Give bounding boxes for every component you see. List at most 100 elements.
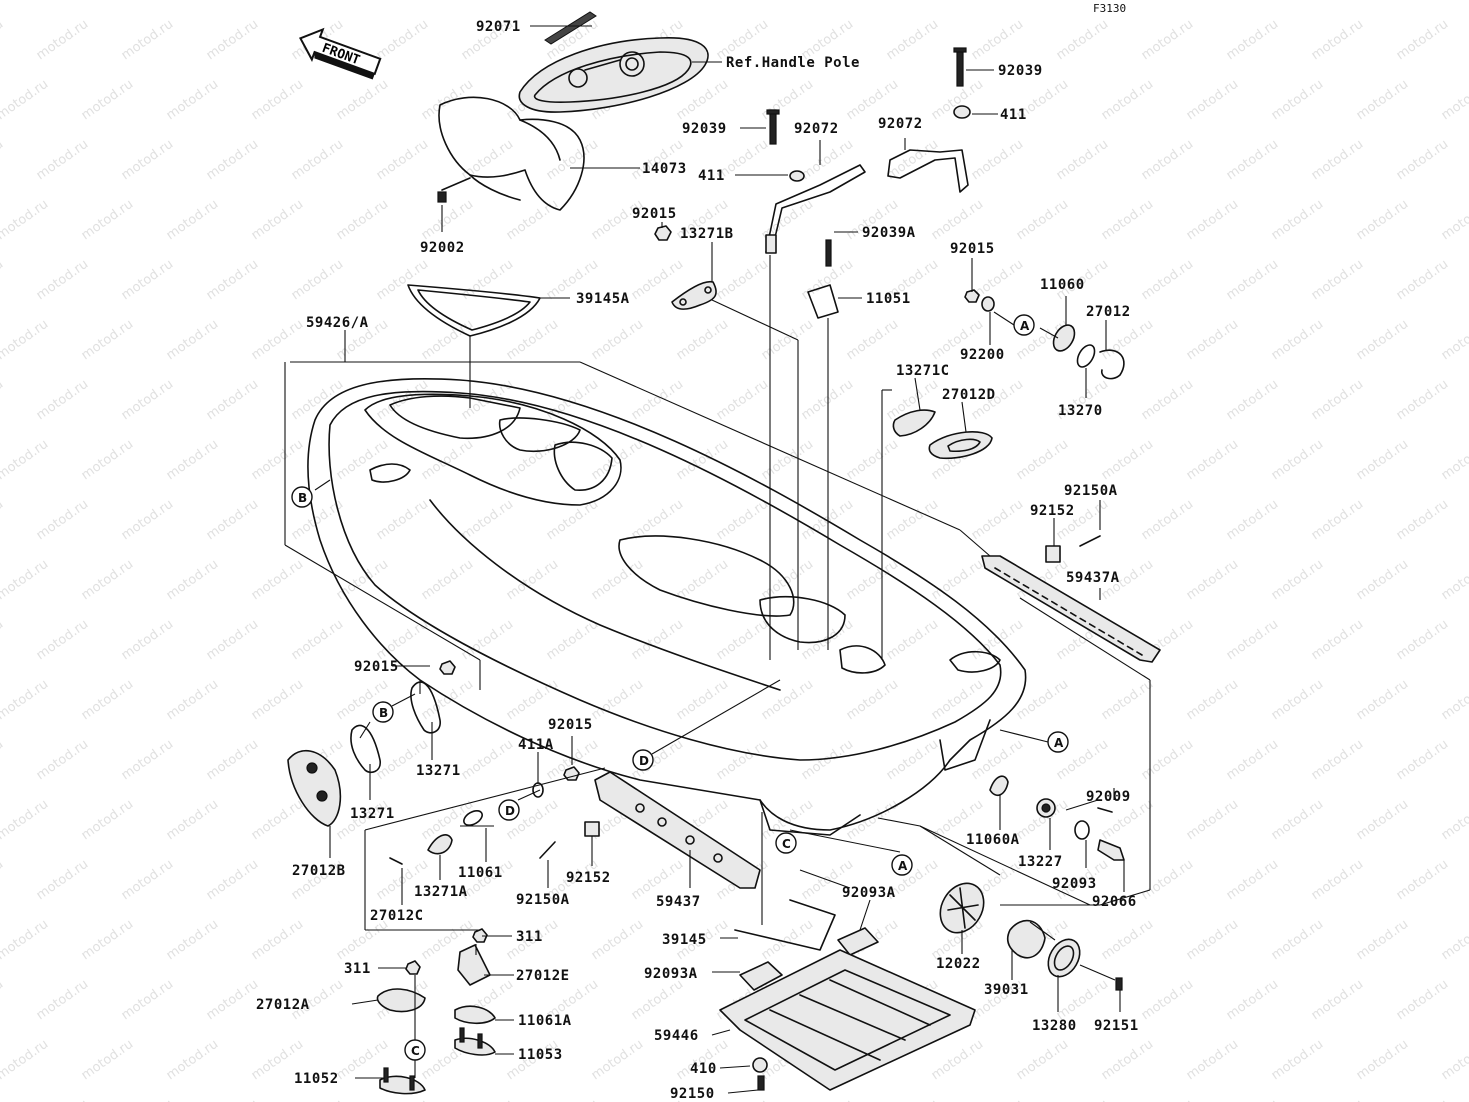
watermark-text: motod.ru <box>1394 257 1451 303</box>
watermark-text: motod.ru <box>1354 317 1411 363</box>
label-410: 410 <box>690 1061 717 1077</box>
watermark-text: motod.ru <box>929 0 986 3</box>
watermark-text: motod.ru <box>759 0 816 3</box>
watermark-text: motod.ru <box>1354 77 1411 123</box>
watermark-text: motod.ru <box>374 17 431 63</box>
vent-59437 <box>594 771 761 889</box>
watermark-text: motod.ru <box>504 0 561 3</box>
watermark-text: motod.ru <box>1439 77 1469 123</box>
watermark-text: motod.ru <box>1099 77 1156 123</box>
watermark-text: motod.ru <box>759 677 816 723</box>
watermark-text: motod.ru <box>1269 797 1326 843</box>
watermark-text: motod.ru <box>1224 17 1281 63</box>
watermark-text: motod.ru <box>759 917 816 963</box>
bolt-92150A-right <box>1079 535 1101 547</box>
watermark-text: motod.ru <box>249 797 306 843</box>
watermark-text: motod.ru <box>1309 497 1366 543</box>
watermark-text: motod.ru <box>714 497 771 543</box>
svg-text:C: C <box>411 1044 420 1058</box>
watermark-text: motod.ru <box>884 497 941 543</box>
watermark-text: motod.ru <box>374 497 431 543</box>
watermark-text: motod.ru <box>1099 917 1156 963</box>
watermark-text: motod.ru <box>504 557 561 603</box>
watermark-text: motod.ru <box>119 257 176 303</box>
watermark-text: motod.ru <box>1184 917 1241 963</box>
washer-92093 <box>1074 820 1090 840</box>
label-92151: 92151 <box>1094 1018 1139 1034</box>
collar-92152-right <box>1045 545 1061 563</box>
label-92152-right: 92152 <box>1030 503 1075 519</box>
label-92039-right: 92039 <box>998 63 1043 79</box>
watermark-text: motod.ru <box>1269 437 1326 483</box>
label-27012E: 27012E <box>516 968 570 984</box>
watermark-text: motod.ru <box>759 437 816 483</box>
watermark-text: motod.ru <box>34 17 91 63</box>
watermark-text: motod.ru <box>334 437 391 483</box>
label-ref-handle-pole: Ref.Handle Pole <box>726 55 860 71</box>
watermark-text: motod.ru <box>1354 197 1411 243</box>
watermark-text: motod.ru <box>164 197 221 243</box>
watermark-text: motod.ru <box>334 0 391 3</box>
plate-13271A <box>427 834 453 855</box>
watermark-text: motod.ru <box>79 677 136 723</box>
watermark-text: motod.ru <box>289 617 346 663</box>
callout-C-left: C <box>404 1039 426 1061</box>
watermark-text: motod.ru <box>1354 1037 1411 1083</box>
washer-411-right <box>953 105 971 119</box>
watermark-text: motod.ru <box>334 77 391 123</box>
plate-13271B <box>671 280 717 310</box>
watermark-text: motod.ru <box>799 377 856 423</box>
watermark-text: motod.ru <box>884 17 941 63</box>
label-13271-b: 13271 <box>350 806 395 822</box>
watermark-text: motod.ru <box>1139 977 1196 1023</box>
watermark-text: motod.ru <box>289 257 346 303</box>
svg-text:B: B <box>379 706 388 720</box>
plate-13271C <box>892 409 936 437</box>
label-27012B: 27012B <box>292 863 346 879</box>
watermark-text: motod.ru <box>249 0 306 3</box>
handle-cover-14073 <box>438 96 585 211</box>
plate-13271-b <box>410 681 441 734</box>
part-92071-pad <box>544 11 597 45</box>
label-13270: 13270 <box>1058 403 1103 419</box>
label-11053: 11053 <box>518 1047 563 1063</box>
watermark-text: motod.ru <box>374 617 431 663</box>
watermark-text: motod.ru <box>1309 857 1366 903</box>
watermark-text: motod.ru <box>204 1097 261 1102</box>
nut-92015-top <box>654 225 672 241</box>
watermark-text: motod.ru <box>1224 857 1281 903</box>
nut-311-a <box>472 928 488 943</box>
watermark-text: motod.ru <box>119 617 176 663</box>
watermark-text: motod.ru <box>1139 377 1196 423</box>
watermark-text: motod.ru <box>119 17 176 63</box>
plate-11061A <box>454 1005 496 1025</box>
watermark-text: motod.ru <box>1054 137 1111 183</box>
watermark-text: motod.ru <box>459 1097 516 1102</box>
bracket-92072-right <box>887 149 969 193</box>
watermark-text: motod.ru <box>1309 377 1366 423</box>
nut-92015-left <box>439 660 456 675</box>
label-92200: 92200 <box>960 347 1005 363</box>
watermark-text: motod.ru <box>714 377 771 423</box>
watermark-text: motod.ru <box>79 917 136 963</box>
cup-39031 <box>1006 919 1046 959</box>
watermark-text: motod.ru <box>1309 617 1366 663</box>
watermark-text: motod.ru <box>1224 137 1281 183</box>
watermark-text: motod.ru <box>0 317 51 363</box>
label-411-right: 411 <box>1000 107 1027 123</box>
watermark-text: motod.ru <box>1184 197 1241 243</box>
watermark-text: motod.ru <box>164 917 221 963</box>
watermark-text: motod.ru <box>1394 17 1451 63</box>
watermark-text: motod.ru <box>0 1097 6 1102</box>
plate-13271-a <box>350 724 381 774</box>
watermark-text: motod.ru <box>1439 437 1469 483</box>
watermark-text: motod.ru <box>759 317 816 363</box>
watermark-text: motod.ru <box>929 1037 986 1083</box>
watermark-text: motod.ru <box>0 137 6 183</box>
cover-27012B <box>287 749 342 827</box>
vent-59437A <box>981 555 1161 663</box>
watermark-text: motod.ru <box>884 617 941 663</box>
leader-lines <box>284 25 1151 1094</box>
watermark-text: motod.ru <box>1309 137 1366 183</box>
svg-text:C: C <box>782 837 791 851</box>
